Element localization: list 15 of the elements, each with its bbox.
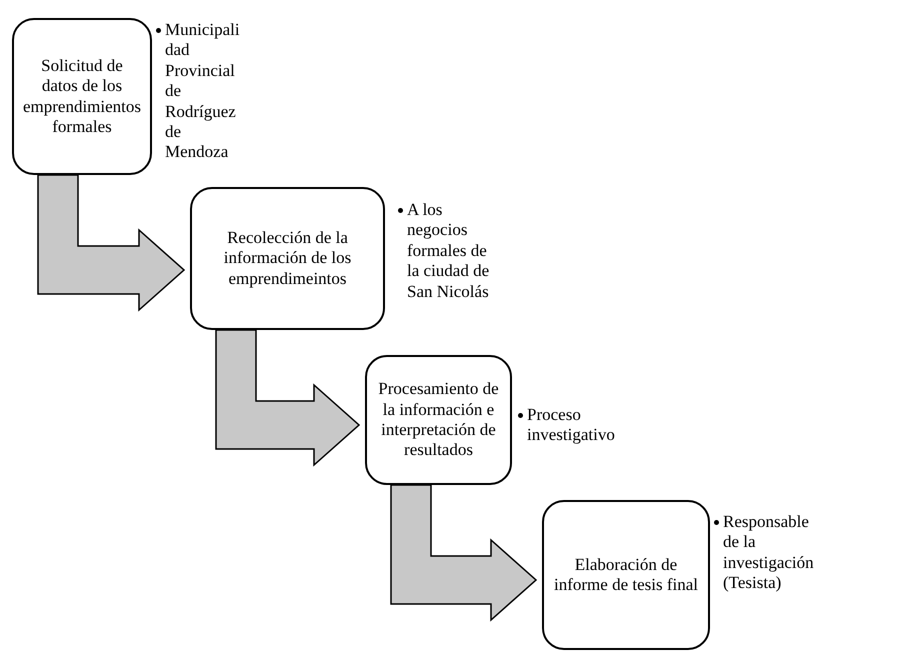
bent-block-arrow <box>37 174 186 312</box>
box-text: Recolección de la información de los emprendimeintos <box>222 228 352 290</box>
box-text: Solicitud de datos de los emprendimientos formales <box>22 56 142 138</box>
process-box <box>190 187 385 330</box>
process-box <box>12 18 152 175</box>
note-text: A los negocios formales de la ciudad de San Nicolás <box>407 200 490 302</box>
box-text: Procesamiento de la información e interpretación de resultados <box>377 379 500 461</box>
note-text: Municipalidad Provincial de Rodríguez de Mendoza <box>165 20 240 163</box>
process-box <box>365 355 512 485</box>
bent-block-arrow <box>215 329 360 467</box>
note-text: Responsable de la investigación (Tesista) <box>723 512 814 594</box>
note-text: Proceso investigativo <box>527 405 616 446</box>
bent-block-arrow <box>390 484 538 622</box>
process-box <box>542 500 710 650</box>
box-text: Elaboración de informe de tesis final <box>553 554 699 596</box>
